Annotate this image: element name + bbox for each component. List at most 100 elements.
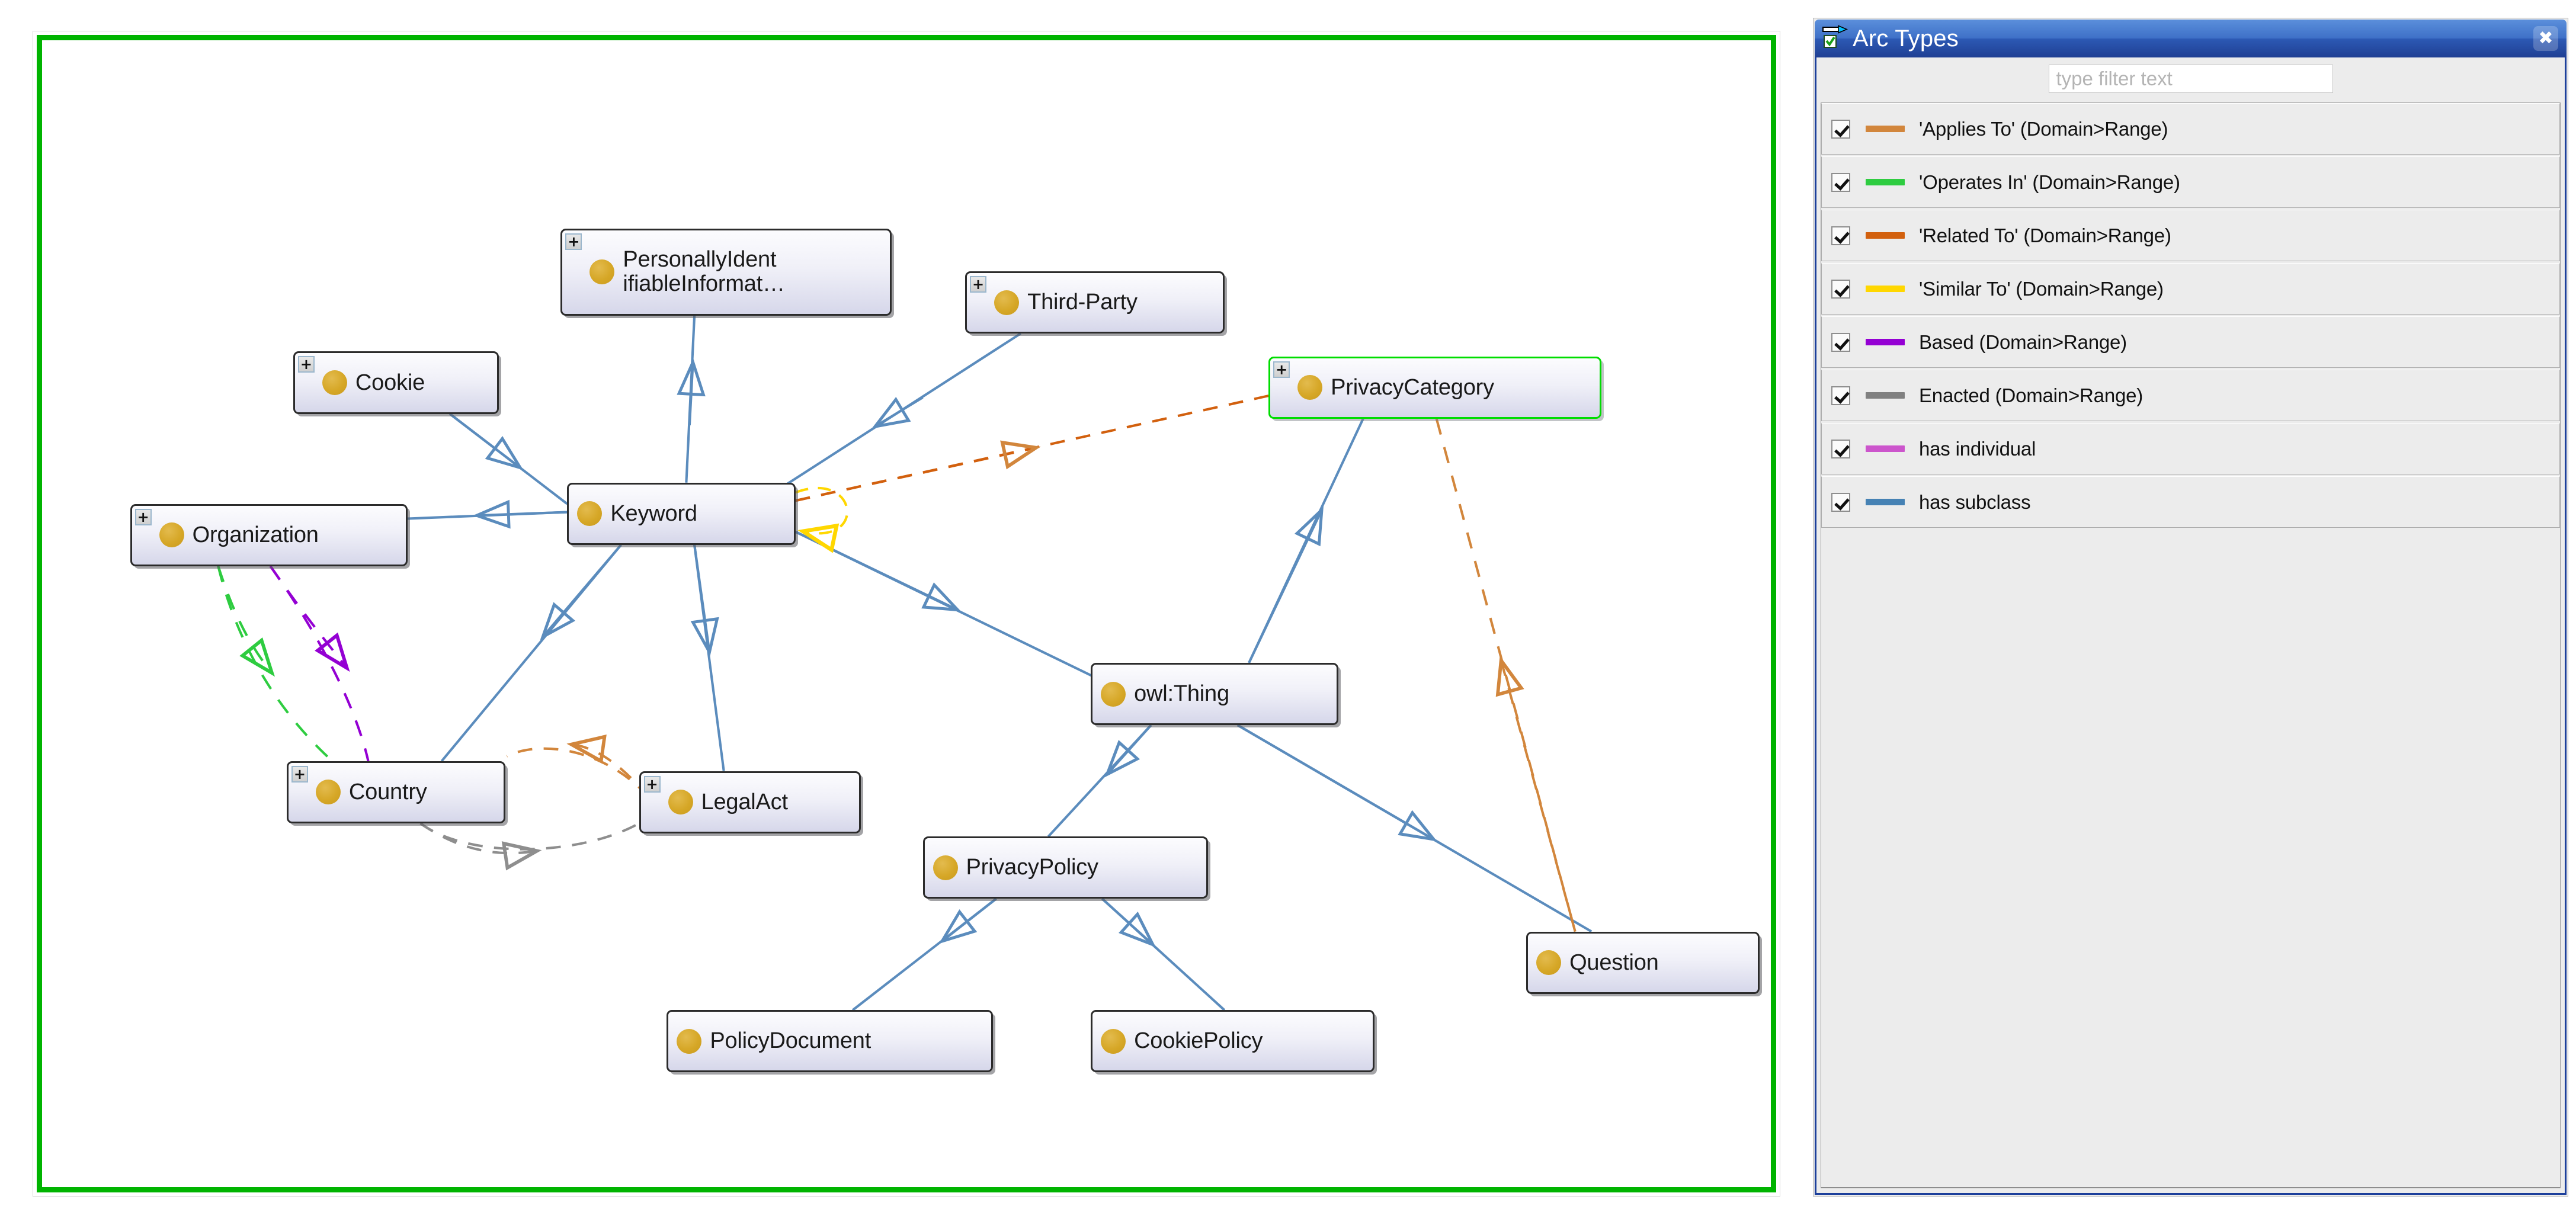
arc-type-label: Enacted (Domain>Range) (1919, 384, 2144, 406)
expand-icon[interactable]: + (1273, 361, 1290, 378)
graph-node-third-party[interactable]: + Third-Party (965, 271, 1225, 334)
edge-pii-keyword-head (677, 358, 706, 426)
arc-type-row[interactable]: 'Applies To' (Domain>Range) (1821, 103, 2560, 155)
node-label: owl:Thing (1134, 681, 1229, 706)
arc-type-checkbox[interactable] (1831, 386, 1850, 405)
arc-type-label: 'Similar To' (Domain>Range) (1919, 277, 2164, 300)
edge-organization-country-based-head (269, 565, 345, 666)
arc-color-swatch (1866, 232, 1905, 239)
node-label: PersonallyIdent ifiableInformat… (623, 247, 785, 297)
panel-title-bar[interactable]: Arc Types ✖ (1815, 20, 2567, 57)
class-icon (1101, 681, 1126, 707)
edge-organization-country-head (217, 566, 270, 671)
class-icon (1536, 950, 1562, 976)
arc-types-panel: Arc Types ✖ type filter text 'Applies To… (1813, 18, 2568, 1197)
edge-organization-country-based (269, 565, 370, 762)
class-icon (994, 290, 1020, 315)
graph-node-organization[interactable]: + Organization (130, 504, 408, 566)
arc-type-row[interactable]: has individual (1821, 423, 2560, 474)
edge-country-legalact (419, 822, 640, 851)
class-icon (577, 501, 603, 527)
node-label: CookiePolicy (1134, 1028, 1263, 1054)
graph-node-country[interactable]: + Country (286, 761, 505, 823)
arc-types-list[interactable]: 'Applies To' (Domain>Range) 'Operates In… (1821, 102, 2561, 1188)
edge-privacypolicy-cookiepolicy-head (1101, 897, 1156, 948)
node-label: Country (348, 779, 427, 804)
class-icon (933, 855, 958, 880)
node-label: PolicyDocument (710, 1028, 872, 1054)
arc-type-checkbox[interactable] (1831, 226, 1850, 245)
arc-color-swatch (1866, 339, 1905, 345)
arc-color-swatch (1866, 286, 1905, 292)
arc-type-label: Based (Domain>Range) (1919, 331, 2127, 353)
arc-color-swatch (1866, 499, 1905, 505)
edge-privacycategory-owlthing-head (1248, 506, 1324, 663)
node-label: PrivacyPolicy (966, 855, 1099, 880)
edge-thirdparty-keyword-head (872, 396, 924, 429)
node-label: Organization (192, 522, 319, 547)
graph-node-cookie[interactable]: + Cookie (293, 351, 499, 414)
arc-type-row[interactable]: Based (Domain>Range) (1821, 316, 2560, 368)
class-icon (159, 522, 184, 548)
expand-icon[interactable]: + (134, 508, 152, 525)
arc-type-row[interactable]: Enacted (Domain>Range) (1821, 370, 2560, 421)
expand-icon[interactable]: + (291, 765, 308, 783)
node-label: Third-Party (1027, 289, 1138, 315)
node-label: Keyword (610, 501, 697, 526)
expand-icon[interactable]: + (970, 275, 987, 293)
edge-keyword-legalact-head (690, 544, 719, 656)
arc-type-checkbox[interactable] (1831, 172, 1850, 192)
graph-node-policy-document[interactable]: PolicyDocument (667, 1010, 993, 1073)
filter-input[interactable]: type filter text (2048, 65, 2333, 93)
arc-color-swatch (1866, 392, 1905, 399)
filter-row: type filter text (1816, 57, 2565, 100)
graph-node-cookie-policy[interactable]: CookiePolicy (1091, 1010, 1375, 1073)
arc-type-checkbox[interactable] (1831, 492, 1850, 512)
expand-icon[interactable]: + (643, 775, 661, 793)
expand-icon[interactable]: + (297, 356, 315, 373)
graph-node-personally-identifiable-information[interactable]: + PersonallyIdent ifiableInformat… (560, 229, 892, 316)
arc-type-label: has individual (1919, 437, 2036, 460)
edge-keyword-privacycategory-head (795, 448, 1034, 502)
edge-cookie-keyword-head (448, 412, 524, 470)
edge-keyword-self-loop (795, 487, 849, 533)
panel-body: type filter text 'Applies To' (Domain>Ra… (1815, 57, 2567, 1195)
graph-node-question[interactable]: Question (1526, 931, 1760, 994)
node-label: Cookie (355, 370, 425, 395)
class-icon (1101, 1028, 1126, 1054)
arc-type-checkbox[interactable] (1831, 279, 1850, 299)
graph-node-privacy-category[interactable]: + PrivacyCategory (1268, 356, 1601, 419)
edge-owlthing-privacypolicy-head (1104, 724, 1152, 778)
arc-color-swatch (1866, 179, 1905, 185)
edge-legalact-country-head (573, 745, 650, 799)
arc-type-checkbox[interactable] (1831, 332, 1850, 352)
arc-type-row[interactable]: has subclass (1821, 476, 2560, 528)
graph-viewport[interactable]: + PersonallyIdent ifiableInformat… + Thi… (37, 35, 1776, 1192)
edge-privacypolicy-policydocument-head (938, 897, 997, 944)
graph-canvas[interactable]: + PersonallyIdent ifiableInformat… + Thi… (33, 31, 1780, 1197)
class-icon (315, 780, 341, 805)
arc-type-row[interactable]: 'Similar To' (Domain>Range) (1821, 263, 2560, 315)
close-icon[interactable]: ✖ (2533, 26, 2558, 51)
graph-node-keyword[interactable]: Keyword (567, 482, 796, 545)
arc-type-label: has subclass (1919, 490, 2031, 513)
node-label: PrivacyCategory (1331, 374, 1494, 400)
arc-type-row[interactable]: 'Operates In' (Domain>Range) (1821, 156, 2560, 208)
panel-title-label: Arc Types (1853, 25, 1959, 52)
graph-node-owl-thing[interactable]: owl:Thing (1091, 662, 1339, 726)
graph-node-privacy-policy[interactable]: PrivacyPolicy (922, 836, 1209, 899)
edge-layer (217, 315, 1593, 1011)
arc-type-checkbox[interactable] (1831, 439, 1850, 458)
edge-organization-country (217, 566, 334, 762)
class-icon (677, 1028, 702, 1054)
arc-type-row[interactable]: 'Related To' (Domain>Range) (1821, 210, 2560, 261)
arc-type-label: 'Operates In' (Domain>Range) (1919, 171, 2180, 193)
class-icon (322, 370, 347, 396)
arc-color-swatch (1866, 126, 1905, 132)
arc-type-checkbox[interactable] (1831, 119, 1850, 139)
edge-keyword-organization-head (472, 499, 568, 529)
arc-types-icon (1821, 25, 1849, 52)
expand-icon[interactable]: + (565, 233, 582, 251)
graph-node-legal-act[interactable]: + LegalAct (639, 771, 861, 833)
edge-country-legalact-head (419, 822, 535, 853)
